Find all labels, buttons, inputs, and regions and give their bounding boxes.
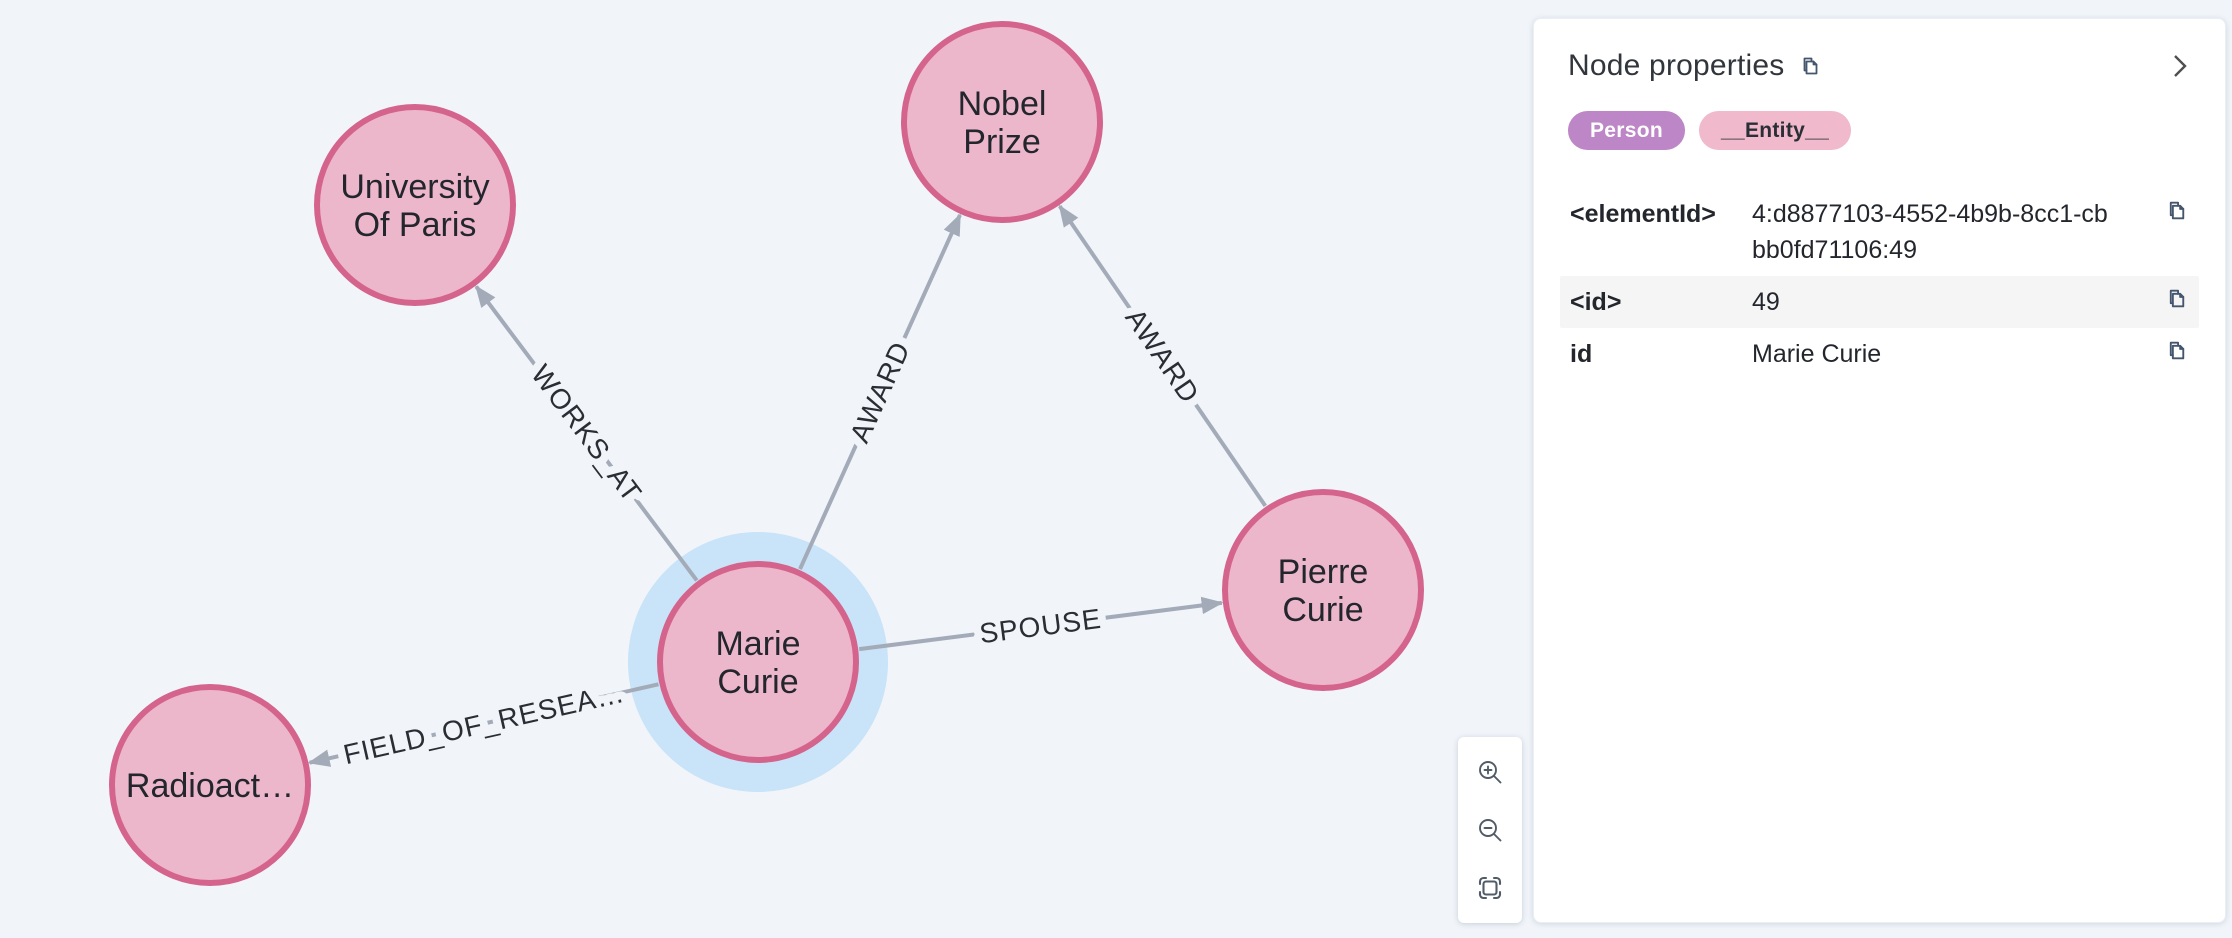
panel-header: Node properties: [1568, 49, 2195, 83]
graph-node-radioactivity[interactable]: Radioact…: [109, 684, 311, 886]
collapse-panel-button[interactable]: [2163, 50, 2195, 82]
chevron-right-icon: [2174, 55, 2187, 77]
property-key: <id>: [1570, 288, 1622, 316]
relationship-WORKS_AT[interactable]: [474, 285, 699, 582]
zoom-out-button[interactable]: [1468, 808, 1512, 852]
copy-icon: [2169, 201, 2185, 220]
zoom-in-icon: [1479, 761, 1502, 784]
property-key: <elementId>: [1570, 200, 1716, 228]
relationships-layer: [307, 204, 1267, 767]
relationship-FIELD_OF_RESEA…[interactable]: [307, 682, 659, 767]
panel-title: Node properties: [1568, 49, 1785, 82]
node-caption: Radioact…: [126, 767, 294, 805]
relationship-SPOUSE[interactable]: [858, 596, 1224, 652]
relationship-label-AWARD[interactable]: AWARD: [1111, 295, 1213, 417]
node-label-badges: Person __Entity__: [1568, 111, 2191, 150]
copy-node-properties-button[interactable]: [1798, 54, 1822, 78]
relationship-AWARD[interactable]: [1058, 204, 1267, 508]
copy-icon: [1804, 57, 1818, 75]
relationship-AWARD[interactable]: [798, 213, 962, 570]
node-circle: [314, 104, 516, 306]
relationship-label-WORKS_AT[interactable]: WORKS_AT: [517, 351, 656, 516]
node-circle: [1222, 489, 1424, 691]
copy-property-button[interactable]: [2164, 336, 2189, 366]
property-key: id: [1570, 340, 1593, 368]
properties-table: <elementId> 4:d8877103-4552-4b9b-8cc1-cbb…: [1560, 188, 2199, 380]
fit-to-screen-icon: [1478, 876, 1502, 900]
zoom-out-icon: [1479, 819, 1502, 842]
node-label-badge: __Entity__: [1699, 111, 1852, 150]
property-row: <id> 49: [1560, 276, 2199, 328]
property-value: 49: [1752, 288, 1780, 316]
node-circle: [901, 21, 1103, 223]
zoom-in-button[interactable]: [1468, 750, 1512, 794]
copy-property-button[interactable]: [2164, 196, 2189, 226]
node-label-badge: Person: [1568, 111, 1685, 150]
property-row: id Marie Curie: [1560, 328, 2199, 380]
zoom-controls: [1458, 737, 1522, 923]
relationship-label-FIELD_OF_RESEA…[interactable]: FIELD_OF_RESEA…: [332, 669, 635, 778]
node-circle: [657, 561, 859, 763]
copy-icon: [2169, 341, 2185, 360]
fit-to-screen-button[interactable]: [1468, 866, 1512, 910]
property-row: <elementId> 4:d8877103-4552-4b9b-8cc1-cbb…: [1560, 188, 2199, 276]
node-circle: [109, 684, 311, 886]
copy-property-button[interactable]: [2164, 284, 2189, 314]
relationship-label-AWARD[interactable]: AWARD: [836, 329, 924, 455]
property-value: 4:d8877103-4552-4b9b-8cc1-cbbb0fd71106:4…: [1752, 200, 2108, 264]
copy-icon: [2169, 289, 2185, 308]
node-properties-panel: Node properties Person __Entity__ <elemen…: [1533, 18, 2226, 923]
relationship-label-SPOUSE[interactable]: SPOUSE: [970, 595, 1112, 657]
property-value: Marie Curie: [1752, 340, 1882, 368]
